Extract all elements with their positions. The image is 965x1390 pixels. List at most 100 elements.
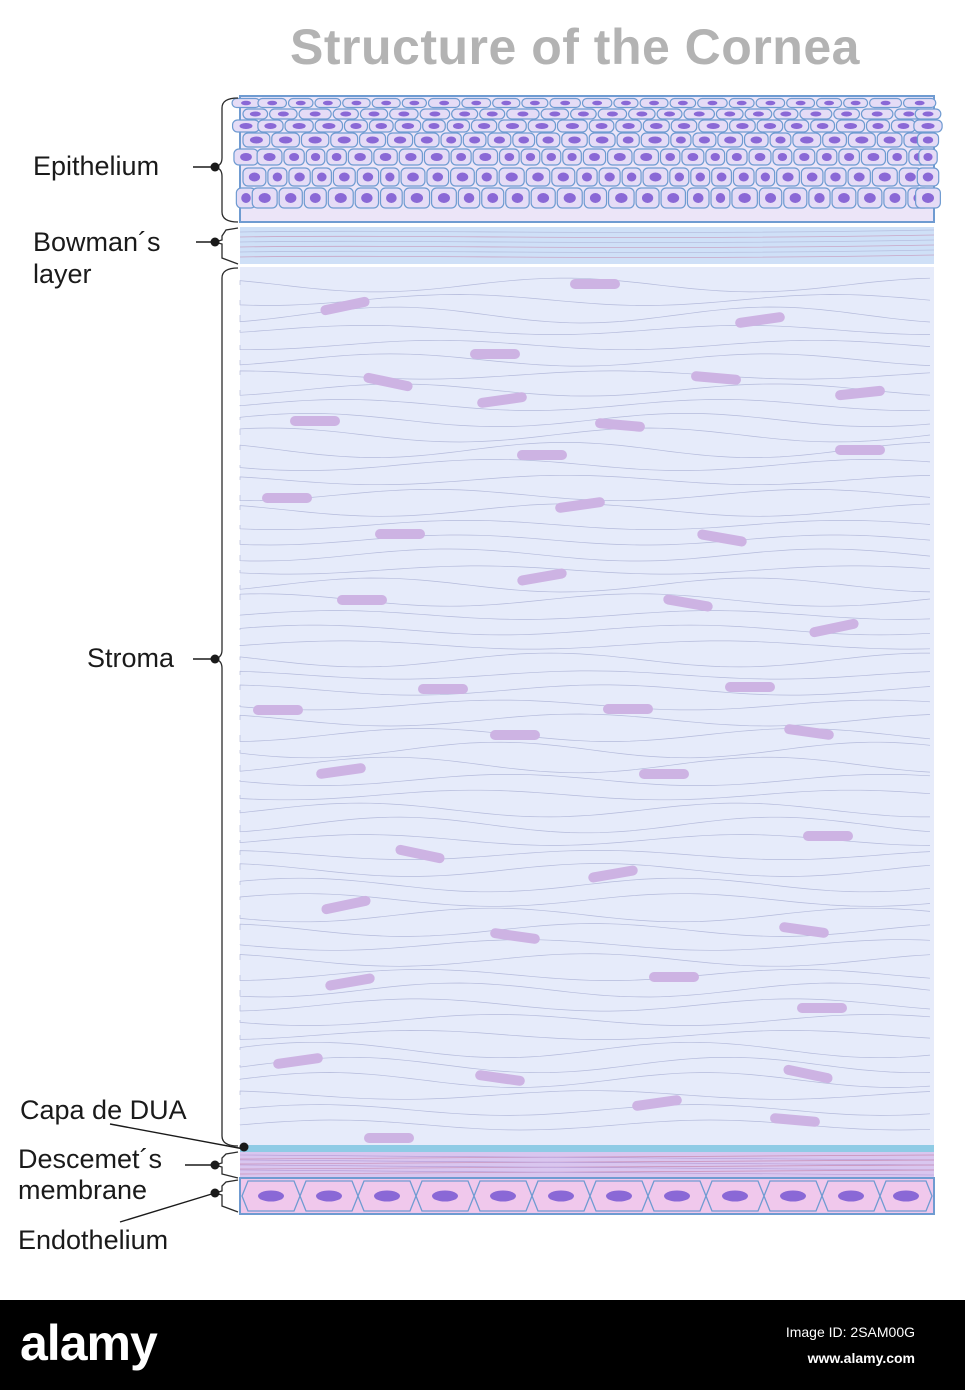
nucleus	[558, 173, 569, 182]
nucleus	[487, 193, 498, 203]
nucleus	[386, 193, 397, 203]
epithelium-layer	[232, 96, 942, 222]
nucleus	[589, 153, 600, 161]
keratocyte	[337, 595, 387, 605]
nucleus	[428, 123, 439, 129]
footer-bar: alamy Image ID: 2SAM00G www.alamy.com	[0, 1300, 965, 1390]
footer-image-id: Image ID: 2SAM00G	[786, 1324, 915, 1340]
nucleus	[578, 112, 589, 117]
nucleus	[621, 101, 631, 106]
nucleus	[264, 123, 276, 129]
nucleus	[335, 193, 347, 203]
nucleus	[707, 123, 720, 129]
nucleus	[278, 112, 289, 117]
nucleus	[724, 137, 736, 144]
nucleus	[664, 1191, 690, 1202]
nucleus	[775, 137, 785, 144]
nucleus	[263, 153, 275, 161]
nucleus	[459, 112, 470, 117]
nucleus	[921, 123, 934, 129]
nucleus	[456, 153, 466, 161]
nucleus	[915, 101, 925, 106]
nucleus	[547, 153, 556, 161]
nucleus	[642, 193, 653, 203]
nucleus	[814, 193, 824, 203]
nucleus	[751, 137, 762, 144]
nucleus	[385, 173, 394, 182]
pointer-dot-epithelium	[211, 163, 220, 172]
keratocyte	[835, 445, 885, 455]
nucleus	[285, 193, 296, 203]
nucleus	[884, 137, 896, 144]
nucleus	[582, 173, 592, 182]
nucleus	[923, 153, 932, 161]
keratocyte	[517, 450, 567, 460]
nucleus	[293, 123, 306, 129]
nucleus	[844, 153, 854, 161]
nucleus	[830, 173, 840, 182]
nucleus	[664, 112, 675, 117]
nucleus	[807, 173, 818, 182]
nucleus	[824, 101, 834, 106]
nucleus	[526, 153, 535, 161]
nucleus	[560, 101, 570, 106]
nucleus	[310, 193, 321, 203]
nucleus	[838, 1191, 864, 1202]
nucleus	[350, 123, 361, 129]
keratocyte	[262, 493, 312, 503]
pointer-dot-bowman	[211, 238, 220, 247]
nucleus	[479, 153, 491, 161]
nucleus	[650, 123, 663, 129]
nucleus	[905, 173, 916, 182]
nucleus	[487, 112, 498, 117]
nucleus	[549, 112, 560, 117]
nucleus	[323, 101, 333, 106]
keratocyte	[649, 972, 699, 982]
label-descemet-line2: membrane	[18, 1175, 147, 1206]
nucleus	[623, 137, 634, 144]
descemet-membrane	[240, 1152, 934, 1178]
nucleus	[732, 153, 742, 161]
endothelium-layer	[240, 1178, 934, 1214]
nucleus	[250, 137, 263, 144]
nucleus	[273, 173, 282, 182]
nucleus	[407, 173, 419, 182]
nucleus	[796, 101, 806, 106]
nucleus	[893, 1191, 919, 1202]
nucleus	[688, 153, 699, 161]
nucleus	[615, 193, 627, 203]
nucleus	[537, 193, 549, 203]
nucleus	[753, 112, 764, 117]
nucleus	[737, 101, 747, 106]
nucleus	[649, 173, 661, 182]
nucleus	[596, 137, 609, 144]
nucleus	[381, 101, 391, 106]
nucleus	[739, 173, 749, 182]
nucleus	[922, 193, 934, 203]
nucleus	[890, 193, 901, 203]
nucleus	[923, 137, 933, 144]
footer-url: www.alamy.com	[808, 1350, 915, 1366]
nucleus	[506, 123, 519, 129]
nucleus	[453, 123, 464, 129]
nucleus	[535, 123, 548, 129]
nucleus	[693, 193, 704, 203]
nucleus	[761, 173, 770, 182]
nucleus	[765, 193, 776, 203]
nucleus	[374, 1191, 400, 1202]
nucleus	[627, 173, 636, 182]
nucleus	[494, 137, 505, 144]
nucleus	[504, 153, 514, 161]
nucleus	[923, 112, 934, 117]
label-stroma: Stroma	[87, 643, 174, 674]
keratocyte	[797, 1003, 847, 1013]
nucleus	[855, 137, 868, 144]
nucleus	[817, 123, 829, 129]
nucleus	[822, 153, 832, 161]
keratocyte	[364, 1133, 414, 1143]
nucleus	[799, 153, 809, 161]
nucleus	[707, 101, 717, 106]
nucleus	[898, 123, 910, 129]
nucleus	[240, 123, 253, 129]
label-dua: Capa de DUA	[20, 1095, 187, 1126]
